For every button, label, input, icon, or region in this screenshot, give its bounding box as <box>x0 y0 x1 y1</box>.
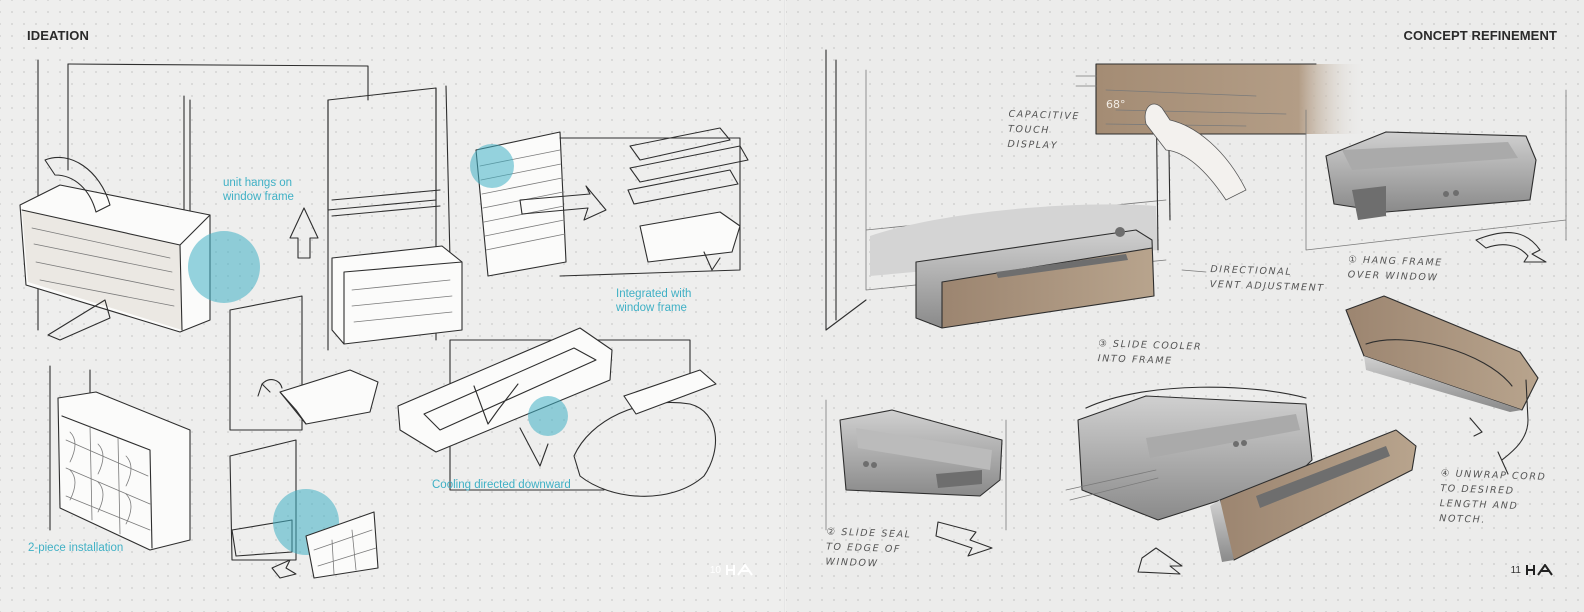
annotation-step-3: ③ SLIDE COOLER INTO FRAME <box>1097 338 1203 367</box>
cooler-render <box>1345 295 1539 475</box>
vent-unit-sketch <box>229 295 379 431</box>
hanging-unit-sketch <box>19 59 369 341</box>
concept-refinement-page: CONCEPT REFINEMENT <box>786 0 1584 612</box>
callout-install: 2-piece installation <box>28 542 124 554</box>
page-footer: 10 <box>710 564 756 576</box>
annotation-step-1: ① HANG FRAME OVER WINDOW <box>1347 254 1444 284</box>
window-unit-sketch <box>327 85 463 351</box>
page-footer: 11 <box>1511 564 1556 576</box>
page-number: 11 <box>1510 564 1521 576</box>
ideation-page: IDEATION <box>0 0 786 612</box>
annotation-step-4: ④ UNWRAP CORD TO DESIRED LENGTH AND NOTC… <box>1439 468 1547 526</box>
seal-render <box>825 399 1007 557</box>
annotation-step-2: ② SLIDE SEAL TO EDGE OF WINDOW <box>825 526 912 570</box>
refinement-renders <box>825 49 1567 575</box>
page-number: 10 <box>709 564 721 576</box>
frame-render <box>1305 89 1567 263</box>
ha-logo-icon <box>1526 564 1553 576</box>
blind-unit-sketch <box>470 127 749 277</box>
display-temperature: 68° <box>1106 98 1126 111</box>
callout-cooling: Cooling directed downward <box>432 479 571 491</box>
page-title: CONCEPT REFINEMENT <box>1403 28 1557 43</box>
annotation-touch-display: CAPACITIVE TOUCH DISPLAY <box>1007 108 1081 152</box>
page-title: IDEATION <box>27 28 89 43</box>
downward-cooling-sketch <box>397 327 717 497</box>
ha-logo-icon <box>726 564 753 576</box>
ideation-sketches <box>19 59 749 579</box>
installed-unit-render <box>825 49 1366 331</box>
install-sketch <box>229 439 379 579</box>
annotation-vent: DIRECTIONAL VENT ADJUSTMENT <box>1209 264 1325 294</box>
slide-render <box>1065 386 1417 575</box>
callout-integrated: Integrated with window frame <box>616 288 692 314</box>
grille-unit-sketch <box>49 365 191 551</box>
callout-hang-frame: unit hangs on window frame <box>223 177 294 203</box>
